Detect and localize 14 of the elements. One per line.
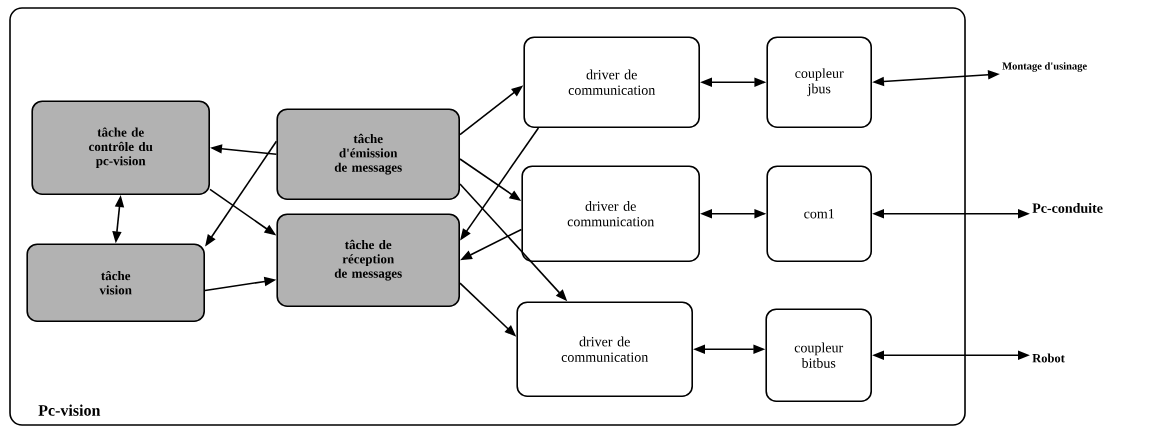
task-box: tâche de contrôle du pc-vision [31, 100, 210, 195]
driver-box: driver de communication [521, 165, 700, 262]
task-box: tâche vision [26, 243, 205, 322]
task-box: tâche d'émission de messages [276, 108, 460, 200]
endpoint-label: Pc-conduite [1032, 203, 1103, 213]
driver-box: driver de communication [516, 301, 693, 397]
endpoint-label: Robot [1032, 353, 1065, 363]
task-box: tâche de réception de messages [276, 213, 460, 307]
coupler-box: coupleur jbus [766, 36, 872, 128]
driver-box: driver de communication [523, 36, 700, 128]
frame-title: Pc-vision [38, 404, 101, 416]
coupler-box: coupleur bitbus [765, 308, 872, 402]
endpoint-label: Montage d'usinage [1002, 62, 1087, 72]
coupler-box: com1 [766, 165, 872, 262]
